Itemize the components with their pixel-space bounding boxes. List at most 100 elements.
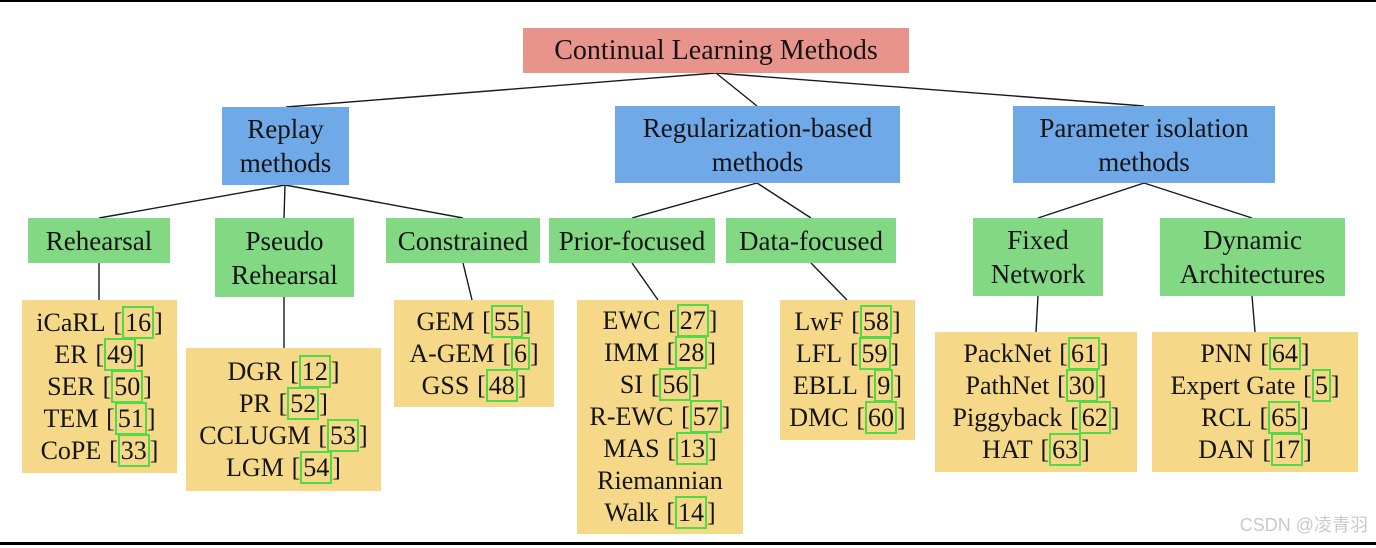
edge-constrained-list: [462, 262, 473, 301]
method-name: PackNet: [963, 339, 1052, 368]
citation-open-bracket: [: [109, 435, 118, 465]
method-name: DAN: [1198, 435, 1255, 464]
citation-link[interactable]: 54: [300, 450, 333, 484]
edge-root-parameter-isolation: [715, 72, 1145, 107]
citation-link[interactable]: 30: [1065, 369, 1098, 402]
method-name: GSS: [421, 370, 470, 400]
method-entry: LFL[59]: [780, 337, 915, 370]
citation-link[interactable]: 28: [675, 336, 708, 369]
citation-link[interactable]: 53: [327, 418, 360, 452]
citation-close-bracket: ]: [1097, 371, 1107, 400]
method-name: LFL: [795, 339, 843, 368]
method-name: RCL: [1201, 403, 1252, 432]
method-entry: RCL[65]: [1152, 401, 1358, 434]
citation-close-bracket: ]: [530, 338, 539, 368]
subcategory-label: Prior-focused: [558, 225, 706, 256]
citation-close-bracket: ]: [1300, 403, 1309, 432]
category-label: Parameter isolation methods: [1039, 112, 1249, 177]
category-label: Regularization-based methods: [642, 112, 873, 177]
citation-link[interactable]: 63: [1049, 433, 1082, 466]
method-entry: SER[50]: [22, 369, 177, 403]
node-dynamic-architectures: Dynamic Architectures: [1160, 218, 1345, 296]
edge-root-replay: [285, 72, 717, 108]
citation-link[interactable]: 64: [1268, 337, 1301, 370]
citation-link[interactable]: 16: [122, 305, 155, 339]
method-entry: GEM[55]: [394, 304, 554, 338]
citation-open-bracket: [: [865, 371, 875, 400]
citation-link[interactable]: 57: [689, 400, 722, 433]
method-entry: DGR[12]: [186, 354, 381, 388]
edge-parameter-dynamic-architectures: [1143, 182, 1253, 219]
method-entry: CoPE[33]: [22, 433, 177, 467]
method-entry: Expert Gate[5]: [1152, 369, 1358, 402]
citation-open-bracket: [: [1303, 371, 1312, 400]
method-entry: PNN[64]: [1152, 337, 1358, 370]
edge-prior-focused-list: [631, 262, 659, 301]
citation-link[interactable]: 59: [858, 337, 891, 370]
subcategory-label: Dynamic Architectures: [1179, 225, 1326, 289]
method-entry: GSS[48]: [394, 368, 554, 402]
citation-open-bracket: [: [95, 339, 105, 369]
method-entry: DMC[60]: [780, 401, 915, 434]
edge-parameter-fixed-network: [1037, 182, 1145, 219]
method-entry: iCaRL[16]: [22, 305, 177, 339]
citation-link[interactable]: 55: [490, 304, 523, 338]
citation-link[interactable]: 13: [676, 432, 709, 465]
citation-close-bracket: ]: [146, 403, 156, 433]
citation-link[interactable]: 50: [111, 369, 144, 403]
citation-link[interactable]: 5: [1311, 369, 1331, 402]
node-data-focused: Data-focused: [726, 218, 896, 263]
citation-open-bracket: [: [650, 370, 660, 399]
citation-open-bracket: [: [290, 356, 299, 386]
subcategory-label: Data-focused: [739, 225, 883, 256]
citation-link[interactable]: 60: [865, 401, 898, 434]
node-regularization-based-methods: Regularization-based methods: [615, 106, 900, 183]
method-name: EWC: [602, 306, 661, 335]
subcategory-label: Constrained: [397, 225, 529, 256]
citation-link[interactable]: 58: [859, 305, 892, 338]
citation-close-bracket: ]: [707, 338, 717, 367]
citation-link[interactable]: 62: [1078, 401, 1111, 434]
citation-link[interactable]: 51: [114, 401, 147, 435]
citation-link[interactable]: 27: [676, 304, 709, 337]
node-fixed-network: Fixed Network: [973, 218, 1103, 296]
citation-link[interactable]: 48: [485, 368, 518, 402]
citation-close-bracket: ]: [708, 434, 717, 463]
citation-link[interactable]: 6: [511, 336, 530, 370]
citation-close-bracket: ]: [149, 435, 159, 465]
citation-close-bracket: ]: [708, 306, 718, 335]
list-pseudo-rehearsal-methods: DGR[12] PR[52] CCLUGM[53] LGM[54]: [186, 348, 381, 491]
citation-link[interactable]: 17: [1271, 433, 1304, 466]
citation-open-bracket: [: [666, 498, 676, 527]
method-name: MAS: [603, 434, 660, 463]
citation-open-bracket: [: [318, 420, 328, 450]
citation-close-bracket: ]: [1110, 403, 1120, 432]
citation-link[interactable]: 61: [1067, 337, 1100, 370]
node-rehearsal: Rehearsal: [28, 218, 170, 263]
method-name: EBLL: [792, 371, 858, 400]
method-entry: LGM[54]: [186, 450, 381, 484]
method-name: PathNet: [965, 371, 1050, 400]
citation-open-bracket: [: [851, 307, 860, 336]
citation-close-bracket: ]: [319, 388, 328, 418]
list-dynamic-architecture-methods: PNN[64] Expert Gate[5] RCL[65] DAN [17]: [1152, 332, 1358, 472]
citation-open-bracket: [: [856, 403, 866, 432]
citation-open-bracket: [: [1070, 403, 1079, 432]
citation-link[interactable]: 14: [675, 496, 708, 529]
citation-close-bracket: ]: [136, 339, 145, 369]
citation-link[interactable]: 56: [659, 368, 692, 401]
list-rehearsal-methods: iCaRL[16] ER[49] SER[50] TEM[51] CoPE[33…: [22, 300, 177, 473]
node-parameter-isolation-methods: Parameter isolation methods: [1013, 106, 1275, 183]
citation-close-bracket: ]: [691, 370, 701, 399]
citation-link[interactable]: 33: [117, 433, 150, 467]
method-name: DMC: [789, 403, 849, 432]
citation-link[interactable]: 12: [298, 354, 331, 388]
citation-close-bracket: ]: [1081, 435, 1090, 464]
citation-link[interactable]: 52: [287, 386, 320, 420]
method-name: PR: [239, 388, 271, 418]
citation-link[interactable]: 9: [874, 369, 894, 402]
method-entry: MAS[13]: [577, 432, 743, 465]
citation-link[interactable]: 65: [1268, 401, 1301, 434]
method-name: SER: [47, 371, 95, 401]
citation-link[interactable]: 49: [104, 337, 137, 371]
